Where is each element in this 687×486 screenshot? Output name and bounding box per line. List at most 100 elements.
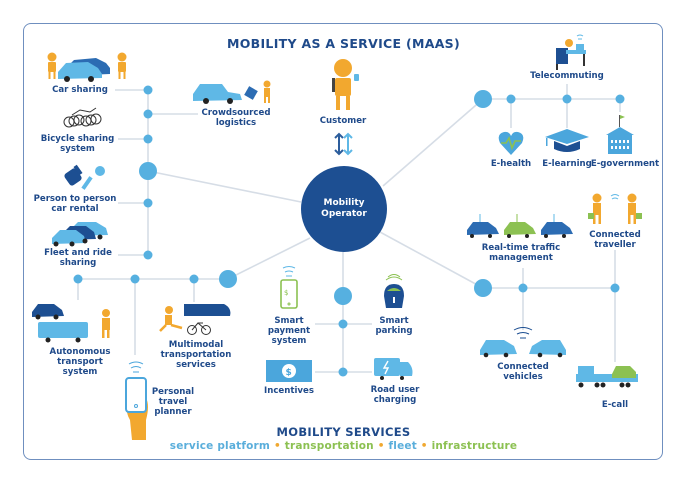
label-line: Personal <box>151 387 195 397</box>
category-infrastructure: infrastructure <box>431 440 518 452</box>
car-fleet-icon <box>52 222 108 247</box>
connector-hub <box>474 90 492 108</box>
label-line: system <box>271 336 307 346</box>
svg-text:$: $ <box>284 289 288 297</box>
label-line: parking <box>375 326 413 336</box>
label-line: Person to person <box>33 194 117 204</box>
label-line: Autonomous <box>49 347 111 357</box>
charging-truck-icon <box>374 358 413 380</box>
bicycles-icon <box>63 107 102 128</box>
connector-node <box>73 274 83 284</box>
customer-icon <box>332 59 359 110</box>
label-line: transportation <box>160 350 232 360</box>
label-line: vehicles <box>503 372 543 382</box>
car-keys-icon <box>64 164 105 190</box>
label-line: car rental <box>51 204 99 214</box>
real-time-traffic-label: Real-time traffic management <box>476 243 566 263</box>
label-line: system <box>60 144 95 154</box>
connector-hub <box>219 270 237 288</box>
connector-node <box>338 319 348 329</box>
category-service-platform: service platform <box>169 440 271 452</box>
delivery-car-icon <box>193 80 271 104</box>
car-sharing-icon <box>47 52 127 82</box>
label-line: logistics <box>215 118 257 128</box>
connector-node <box>189 274 199 284</box>
customer-label: Customer <box>319 116 367 126</box>
page-title: MOBILITY AS A SERVICE (MAAS) <box>226 36 460 51</box>
connector-node <box>506 94 516 104</box>
road-user-charging-label: Road user charging <box>366 385 424 405</box>
category-separator: • <box>273 440 281 452</box>
connector-node <box>610 283 620 293</box>
smart-payment-label: Smart payment system <box>264 316 314 346</box>
label-line: sharing <box>59 258 97 268</box>
multimodal-transport-label: Multimodal transportation services <box>155 340 237 370</box>
label-line: system <box>62 367 98 377</box>
travellers-icon <box>588 193 642 224</box>
label-line: services <box>176 360 216 370</box>
operator-label-line1: Mobility <box>323 198 365 208</box>
connector-node <box>615 94 625 104</box>
label-line: management <box>489 253 553 263</box>
e-government-label: E-government <box>590 159 660 169</box>
mobility-operator-hub: Mobility Operator <box>301 166 387 252</box>
connector-hub <box>139 162 157 180</box>
label-line: Connected <box>589 230 641 240</box>
label-line: transport <box>57 357 103 367</box>
connector-node <box>338 367 348 377</box>
phone-in-hand-icon <box>125 361 148 440</box>
car-sharing-label: Car sharing <box>52 85 108 95</box>
e-health-label: E-health <box>490 159 532 169</box>
label-line: Real-time traffic <box>481 243 561 253</box>
svg-text:$: $ <box>286 368 292 378</box>
connector-node <box>130 274 140 284</box>
fleet-ride-sharing-label: Fleet and ride sharing <box>38 248 118 268</box>
connector-node <box>143 109 153 119</box>
category-separator: • <box>420 440 428 452</box>
e-call-label: E-call <box>601 400 629 410</box>
connector-line <box>147 170 302 203</box>
connected-vehicles-label: Connected vehicles <box>493 362 553 382</box>
connector-node <box>562 94 572 104</box>
incentives-label: Incentives <box>264 386 314 396</box>
government-building-icon <box>606 115 634 154</box>
category-fleet: fleet <box>388 440 417 452</box>
label-line: traveller <box>594 240 636 250</box>
connector-hub <box>474 279 492 297</box>
label-line: planner <box>154 407 192 417</box>
label-line: Smart <box>274 316 304 326</box>
connector-node <box>143 250 153 260</box>
connected-traveller-label: Connected traveller <box>585 230 645 250</box>
label-line: Connected <box>497 362 549 372</box>
label-line: Road user <box>370 385 420 395</box>
label-line: Fleet and ride <box>44 248 112 258</box>
label-line: Multimodal <box>168 340 224 350</box>
parking-meter-icon <box>384 274 404 308</box>
remote-worker-icon <box>556 34 586 70</box>
connected-cars-icon <box>467 214 573 238</box>
label-line: Bicycle sharing <box>40 134 115 144</box>
label-line: Crowdsourced <box>201 108 271 118</box>
train-bike-icon <box>159 304 231 335</box>
v2v-cars-icon <box>480 327 566 358</box>
telecommuting-label: Telecommuting <box>530 71 604 81</box>
smart-payment-phone-icon: $ <box>280 266 298 309</box>
autonomous-transport-label: Autonomous transport system <box>40 347 120 377</box>
heart-pulse-icon <box>498 131 524 155</box>
e-learning-label: E-learning <box>542 159 592 169</box>
dollar-bill-icon: $ <box>266 360 312 382</box>
label-line: travel <box>158 397 188 407</box>
connector-line <box>382 98 484 187</box>
category-separator: • <box>377 440 385 452</box>
smart-parking-label: Smart parking <box>369 316 419 336</box>
connector-node <box>143 134 153 144</box>
connector-node <box>143 85 153 95</box>
autonomous-vehicle-icon <box>32 304 110 343</box>
personal-travel-planner-label: Personal travel planner <box>150 387 196 417</box>
label-line: payment <box>267 326 311 336</box>
bidirectional-arrows-icon <box>334 132 353 156</box>
tow-truck-icon <box>576 366 638 388</box>
crowdsourced-logistics-label: Crowdsourced logistics <box>196 108 276 128</box>
graduation-cap-icon <box>545 129 589 152</box>
